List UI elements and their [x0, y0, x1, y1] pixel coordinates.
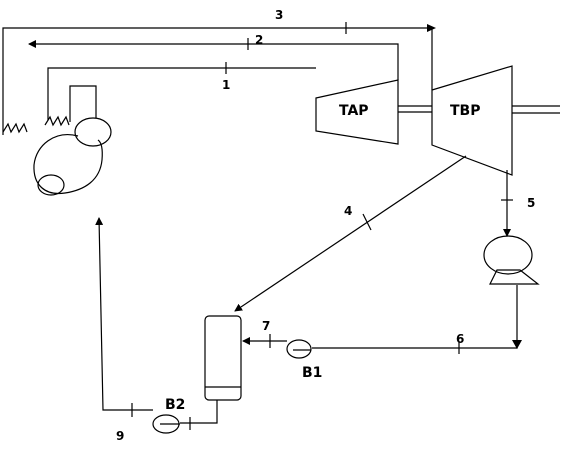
hp-turbine-label: TAP — [339, 103, 369, 119]
boiler — [2, 27, 432, 196]
arrow-6 — [512, 340, 522, 349]
feedwater-heater — [204, 315, 242, 401]
stream-label-5: 5 — [527, 196, 535, 210]
hp-turbine — [315, 79, 399, 145]
line-9 — [95, 217, 153, 411]
stream-label-4: 4 — [344, 204, 352, 218]
stream-label-2: 2 — [255, 33, 263, 47]
lp-turbine-label: TBP — [450, 103, 480, 119]
heater-outlet — [180, 400, 218, 424]
stream-label-6: 6 — [456, 332, 464, 346]
lp-turbine — [431, 65, 513, 176]
stream-label-7: 7 — [262, 319, 270, 333]
condenser — [483, 235, 540, 285]
pump-b1 — [286, 339, 312, 359]
line-2 — [28, 40, 399, 80]
pump-b2-label: B2 — [165, 397, 185, 413]
stream-label-9: 9 — [116, 429, 124, 443]
stream-label-1: 1 — [222, 78, 230, 92]
arrow-3 — [427, 24, 436, 32]
line-4 — [234, 155, 467, 312]
tick-4 — [362, 213, 372, 231]
line-6 — [312, 285, 518, 349]
pump-b1-label: B1 — [302, 365, 322, 381]
stream-label-3: 3 — [275, 8, 283, 22]
